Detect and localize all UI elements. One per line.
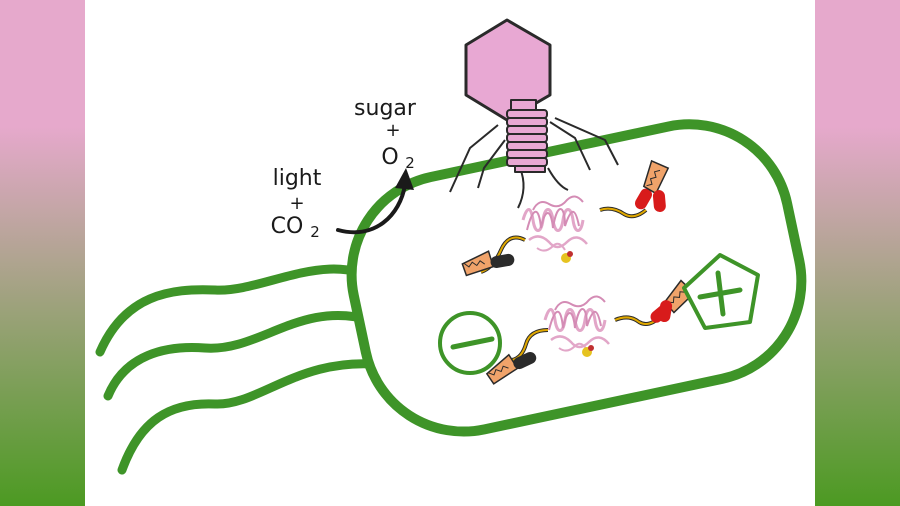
label-light: light bbox=[273, 166, 322, 191]
label-o2-subscript: 2 bbox=[405, 154, 415, 172]
reaction-inputs: light + CO 2 bbox=[271, 166, 322, 241]
flagellum-middle bbox=[103, 310, 375, 401]
protein-assembly-upper bbox=[461, 159, 670, 277]
plus-terminal-icon bbox=[682, 253, 760, 330]
label-co2: CO bbox=[271, 214, 304, 239]
label-co2-subscript: 2 bbox=[310, 223, 320, 241]
label-sugar: sugar bbox=[354, 96, 417, 121]
alligator-clip-icon bbox=[461, 250, 515, 277]
flagellum-bottom bbox=[117, 359, 390, 475]
phage-collar bbox=[510, 99, 537, 111]
flagellum-top bbox=[95, 264, 390, 357]
bacteriophage-icon bbox=[449, 18, 619, 209]
phage-head bbox=[464, 18, 552, 122]
reaction-outputs: sugar + O 2 bbox=[354, 96, 417, 172]
minus-terminal-icon bbox=[438, 311, 502, 375]
alligator-clip-icon bbox=[635, 159, 670, 210]
flagella bbox=[95, 264, 390, 475]
arrowhead-icon bbox=[395, 168, 414, 190]
phage-baseplate bbox=[514, 165, 546, 173]
right-gradient-band bbox=[815, 0, 900, 506]
label-output-plus: + bbox=[385, 120, 400, 141]
phage-legs bbox=[449, 117, 619, 193]
reaction-arrow bbox=[336, 168, 414, 235]
left-gradient-band bbox=[0, 0, 85, 506]
label-o2: O bbox=[381, 145, 398, 170]
alligator-clip-icon bbox=[485, 351, 537, 385]
label-input-plus: + bbox=[289, 193, 304, 214]
phage-tail bbox=[506, 109, 548, 167]
